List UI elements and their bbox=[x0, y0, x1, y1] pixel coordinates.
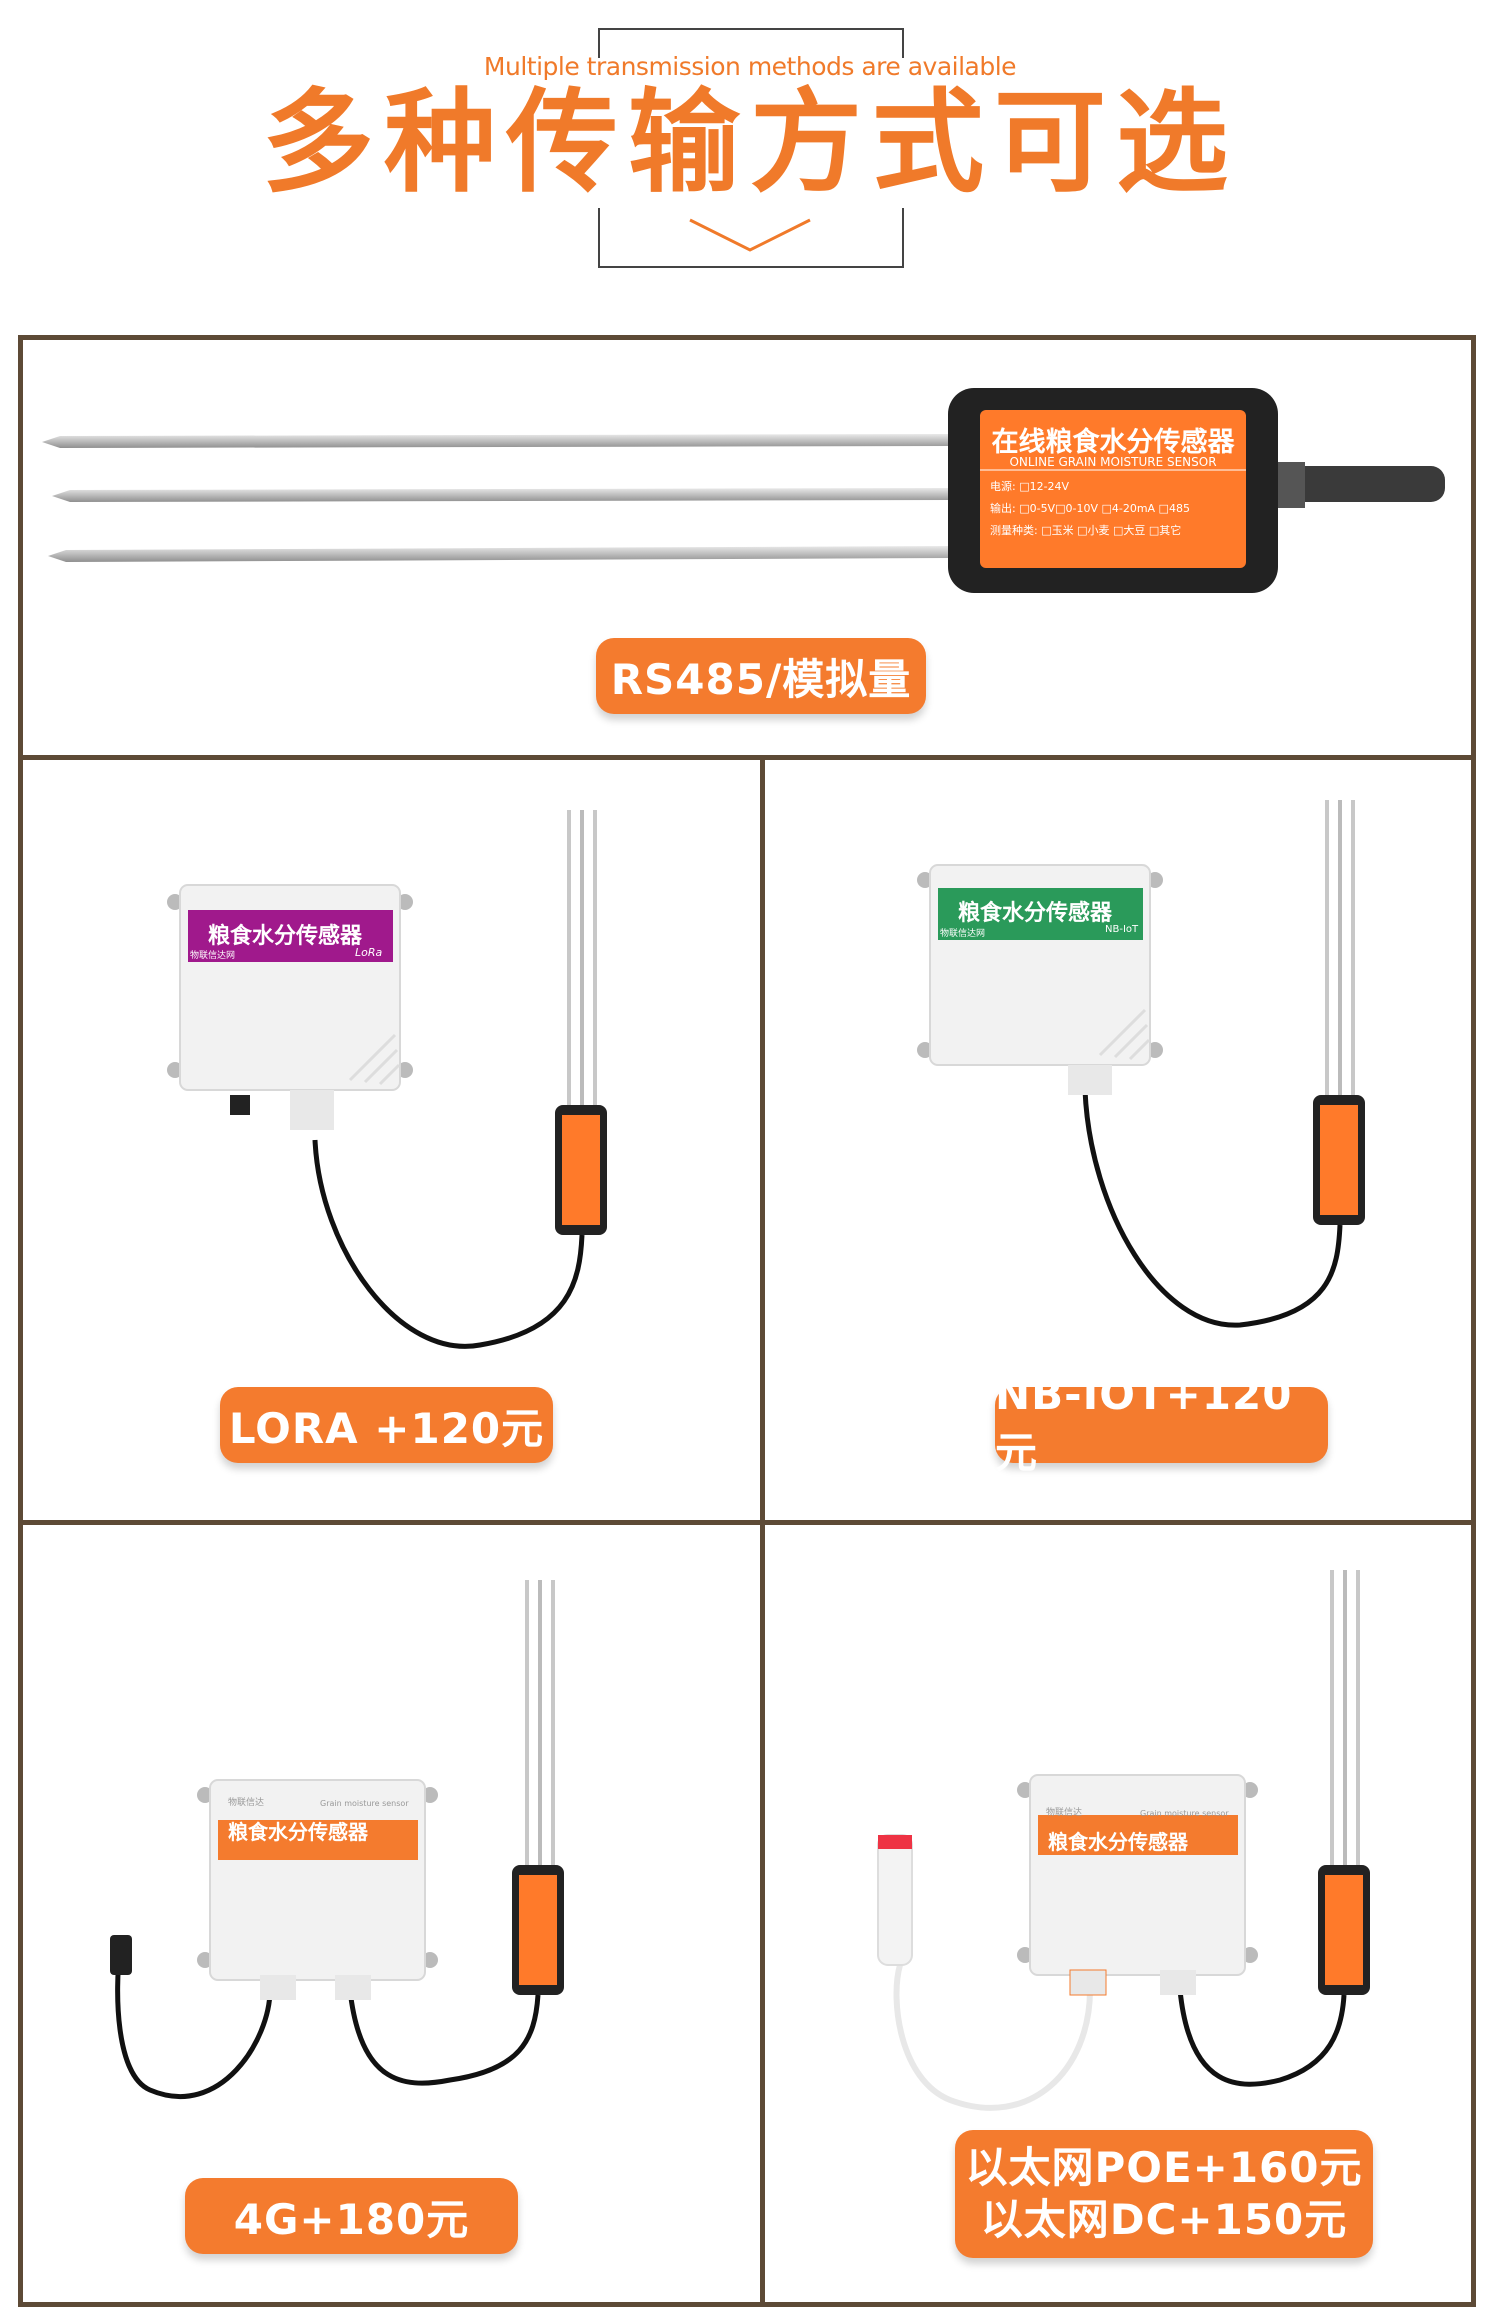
spec-grain-type: 测量种类: □玉米 □小麦 □大豆 □其它 bbox=[990, 524, 1182, 537]
nbiot-box-title: 粮食水分传感器 bbox=[958, 901, 1113, 926]
nbiot-label: NB-IOT+120元 bbox=[995, 1370, 1328, 1477]
nbiot-box-tag: NB-IoT bbox=[1105, 924, 1139, 935]
ethernet-label: 以太网POE+160元 以太网DC+150元 bbox=[955, 2130, 1373, 2258]
grid-divider-1 bbox=[18, 755, 1476, 760]
4g-box-tag: Grain moisture sensor bbox=[320, 1799, 409, 1808]
ethernet-poe-price: 以太网POE+160元 bbox=[965, 2143, 1363, 2192]
rod-sensor-illustration bbox=[42, 388, 1445, 593]
header-title: 多种传输方式可选 bbox=[262, 78, 1238, 208]
ethernet-dc-price: 以太网DC+150元 bbox=[980, 2195, 1348, 2244]
lora-label: LORA +120元 bbox=[220, 1387, 553, 1463]
4g-label: 4G+180元 bbox=[185, 2178, 518, 2254]
4g-box-brand: 物联信达 bbox=[228, 1798, 265, 1808]
sensor-title: 在线粮食水分传感器 bbox=[991, 427, 1235, 458]
lora-box-tag: LoRa bbox=[355, 946, 383, 959]
rs485-label: RS485/模拟量 bbox=[596, 638, 926, 714]
lora-box-title: 粮食水分传感器 bbox=[208, 924, 363, 949]
4g-box-title: 粮食水分传感器 bbox=[228, 1820, 368, 1844]
4g-device-illustration bbox=[110, 1580, 564, 2099]
lora-device-illustration bbox=[167, 810, 607, 1349]
header-subtitle: Multiple transmission methods are availa… bbox=[483, 52, 1017, 81]
ethernet-box-brand: 物联信达 bbox=[1046, 1808, 1083, 1818]
grid-divider-2 bbox=[18, 1520, 1476, 1525]
nbiot-device-illustration bbox=[917, 800, 1365, 1328]
ethernet-device-illustration bbox=[877, 1570, 1370, 2111]
nbiot-box-brand: 物联信达网 bbox=[940, 929, 986, 939]
chevron-down-icon bbox=[689, 218, 811, 252]
header-frame-gap bbox=[500, 58, 1000, 208]
sensor-subtitle: ONLINE GRAIN MOISTURE SENSOR bbox=[1009, 455, 1217, 469]
grid-divider-vertical bbox=[760, 755, 765, 2307]
ethernet-box-title: 粮食水分传感器 bbox=[1048, 1830, 1188, 1854]
spec-output: 输出: □0-5V□0-10V □4-20mA □485 bbox=[990, 502, 1190, 515]
lora-box-brand: 物联信达网 bbox=[190, 951, 236, 961]
ethernet-box-tag: Grain moisture sensor bbox=[1140, 1809, 1229, 1818]
spec-power: 电源: □12-24V bbox=[990, 480, 1070, 493]
